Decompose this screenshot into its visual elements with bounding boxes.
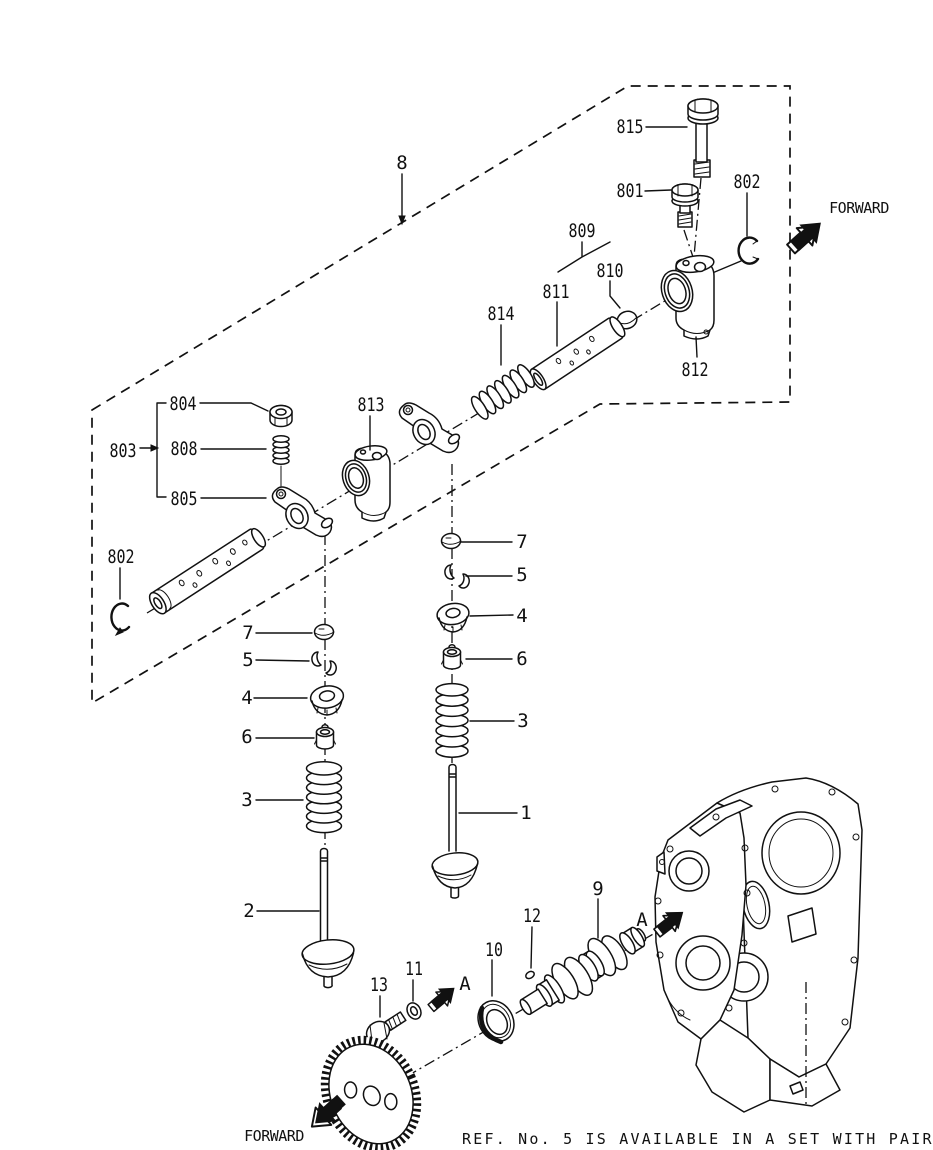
part-spring-3-left [305, 761, 343, 834]
part-cap-7-left [313, 623, 335, 641]
part-label-3-left: 3 [241, 789, 252, 811]
part-bolt-815 [687, 98, 719, 178]
part-label-801: 801 [617, 180, 644, 202]
part-label-5-left: 5 [242, 649, 253, 671]
part-label-11: 11 [405, 958, 423, 980]
part-label-813: 813 [358, 394, 385, 416]
part-label-808: 808 [171, 438, 198, 460]
part-cap-7-right [440, 532, 462, 550]
part-rocker-arm-2 [398, 402, 461, 454]
forward-label-top: FORWARD [829, 199, 889, 217]
part-label-803: 803 [110, 440, 137, 462]
part-camshaft-9 [519, 926, 647, 1016]
ref-note: REF. No. 5 IS AVAILABLE IN A SET WITH PA… [462, 1130, 933, 1148]
view-a-arrow-block [653, 911, 684, 938]
part-seal-6-right [441, 644, 463, 670]
part-spring-808 [272, 434, 290, 466]
part-collets-5-left [311, 651, 337, 676]
view-a-arrow-camshaft [427, 987, 455, 1013]
engine-block [654, 777, 863, 1113]
part-label-3-right: 3 [517, 710, 528, 732]
part-key-12 [525, 970, 535, 980]
part-retainer-4-right [436, 602, 470, 633]
part-bearing-10 [477, 1000, 515, 1045]
part-rocker-shaft [148, 527, 267, 615]
part-label-809: 809 [569, 220, 596, 242]
part-collets-5-right [444, 564, 470, 589]
part-bolt-801 [671, 183, 699, 228]
part-nut-804 [269, 404, 293, 428]
part-label-804: 804 [170, 393, 197, 415]
part-valve-1 [431, 763, 479, 899]
part-seal-6-left [314, 724, 336, 750]
part-label-5-right: 5 [516, 564, 527, 586]
part-label-1: 1 [520, 802, 531, 824]
view-a-label-camshaft: A [459, 973, 471, 995]
part-washer-11 [406, 1002, 422, 1020]
part-label-802-right: 802 [734, 171, 761, 193]
view-a-label-block: A [636, 909, 648, 931]
part-label-4-left: 4 [241, 687, 252, 709]
part-retainer-4-left [309, 685, 345, 716]
part-label-815: 815 [617, 116, 644, 138]
part-label-8: 8 [396, 152, 407, 174]
part-pedestal-812 [660, 254, 715, 340]
part-label-810: 810 [597, 260, 624, 282]
part-clip-802-left [110, 602, 131, 637]
part-label-6-right: 6 [516, 648, 527, 670]
part-label-7-right: 7 [516, 531, 527, 553]
part-label-13: 13 [370, 974, 388, 996]
part-label-7-left: 7 [242, 622, 253, 644]
forward-arrow-top [786, 222, 821, 255]
part-spring-3-right [435, 682, 469, 758]
part-label-814: 814 [488, 303, 515, 325]
part-label-2: 2 [243, 900, 254, 922]
part-rocker-arm-805 [271, 486, 334, 538]
part-label-6-left: 6 [241, 726, 252, 748]
part-label-805: 805 [171, 488, 198, 510]
part-label-812: 812 [682, 359, 709, 381]
forward-arrow-bottom [310, 1094, 346, 1128]
part-label-12: 12 [523, 905, 541, 927]
part-spring-814 [470, 364, 535, 420]
part-label-4-right: 4 [516, 605, 527, 627]
part-label-9: 9 [592, 878, 603, 900]
part-valve-2 [301, 847, 355, 989]
part-clip-802-right [737, 236, 760, 265]
part-shaft-811 [529, 316, 626, 391]
leader-lines [119, 126, 748, 1018]
part-pedestal-813 [341, 444, 391, 522]
part-label-10: 10 [485, 939, 503, 961]
forward-label-bottom: FORWARD [244, 1127, 304, 1145]
part-timing-gear [320, 1035, 422, 1150]
bolt-815-axis [692, 177, 702, 269]
part-label-811: 811 [543, 281, 570, 303]
part-label-802-left: 802 [108, 546, 135, 568]
